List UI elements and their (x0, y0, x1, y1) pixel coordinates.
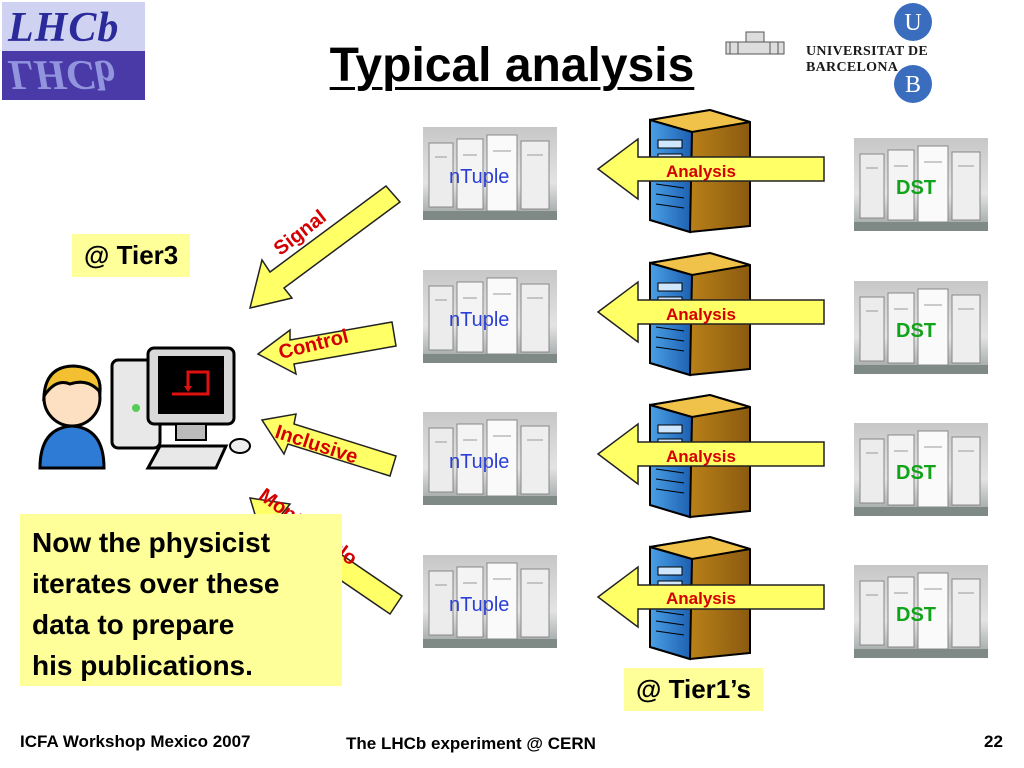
svg-text:B: B (905, 72, 921, 98)
lhcb-logo-text: LHCb (8, 5, 120, 51)
ntuple-label: nTuple (449, 166, 510, 188)
tier1-label: @ Tier1’s (624, 668, 763, 711)
analysis-label: Analysis (666, 162, 736, 181)
note-line: data to prepare (32, 609, 235, 640)
stream-arrow-control (256, 321, 397, 376)
footer-left: ICFA Workshop Mexico 2007 (20, 732, 251, 751)
ntuple-label: nTuple (449, 594, 510, 616)
dst-label: DST (896, 604, 936, 626)
footer-center: The LHCb experiment @ CERN (346, 734, 596, 753)
physicist-avatar-icon (38, 364, 106, 470)
note-line: iterates over these (32, 568, 280, 599)
page-title: Typical analysis (329, 39, 695, 92)
ub-seal-icon: U B (725, 3, 932, 103)
tier3-label: @ Tier3 (72, 234, 191, 277)
analysis-label: Analysis (666, 447, 736, 466)
lhcb-logo: LHCb LHCb (2, 2, 145, 100)
stream-arrow-signal (248, 184, 402, 310)
dst-label: DST (896, 320, 936, 342)
analysis-label: Analysis (666, 589, 736, 608)
dst-label: DST (896, 177, 936, 199)
svg-text:U: U (904, 10, 921, 36)
page-number: 22 (984, 732, 1003, 751)
stream-arrow-inclusive (260, 413, 397, 477)
note-line: his publications. (32, 650, 253, 681)
note-line: Now the physicist (32, 527, 271, 558)
ntuple-label: nTuple (449, 451, 510, 473)
dst-label: DST (896, 462, 936, 484)
ntuple-label: nTuple (449, 309, 510, 331)
university-name: UNIVERSITAT DE BARCELONA (806, 44, 929, 75)
note-box: Now the physicist iterates over these da… (20, 514, 342, 686)
desktop-computer-icon (110, 346, 251, 470)
analysis-label: Analysis (666, 305, 736, 324)
university-barcelona-logo: U B (720, 0, 1024, 108)
